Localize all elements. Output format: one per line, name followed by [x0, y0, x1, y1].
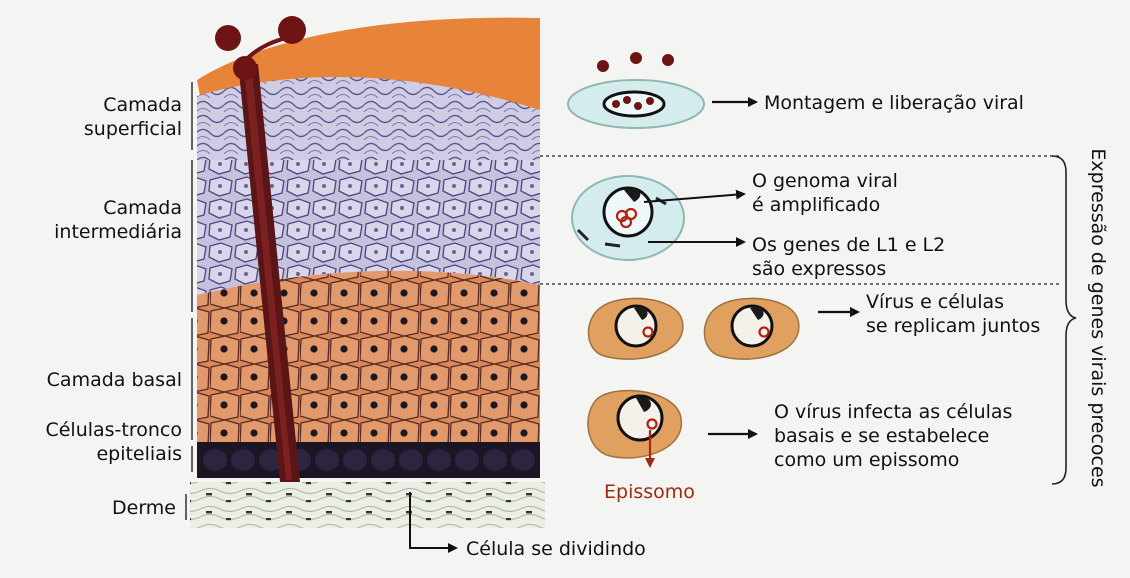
stage-assembly — [568, 52, 756, 128]
label-infects-basal: O vírus infecta as células basais e se e… — [774, 400, 1012, 472]
basal-layer — [197, 271, 540, 450]
layer-brackets — [186, 82, 192, 520]
label-replicate-together: Vírus e células se replicam juntos — [866, 290, 1040, 338]
virion — [215, 25, 241, 51]
stage-infection — [588, 391, 756, 466]
early-genes-brace — [1052, 156, 1076, 484]
label-superficial-layer: Camada superficial — [40, 93, 182, 141]
label-intermediate-layer: Camada intermediária — [20, 196, 182, 244]
stage-replication — [588, 298, 858, 359]
label-early-gene-expression: Expressão de genes virais precoces — [1087, 148, 1109, 487]
label-dividing-cell: Célula se dividindo — [466, 537, 646, 561]
label-episome: Epissomo — [604, 480, 695, 504]
virion — [233, 56, 257, 80]
label-l1-l2-expressed: Os genes de L1 e L2 são expressos — [752, 233, 945, 281]
label-basal-layer: Camada basal — [0, 368, 182, 392]
label-genome-amplified: O genoma viral é amplificado — [752, 169, 898, 217]
label-stem-cells: Células-tronco epiteliais — [0, 418, 182, 466]
stage-amplification — [572, 176, 744, 260]
dermis-layer — [190, 482, 545, 528]
epithelium-block — [190, 16, 545, 528]
label-assembly: Montagem e liberação viral — [764, 91, 1024, 115]
label-dermis: Derme — [40, 496, 176, 520]
